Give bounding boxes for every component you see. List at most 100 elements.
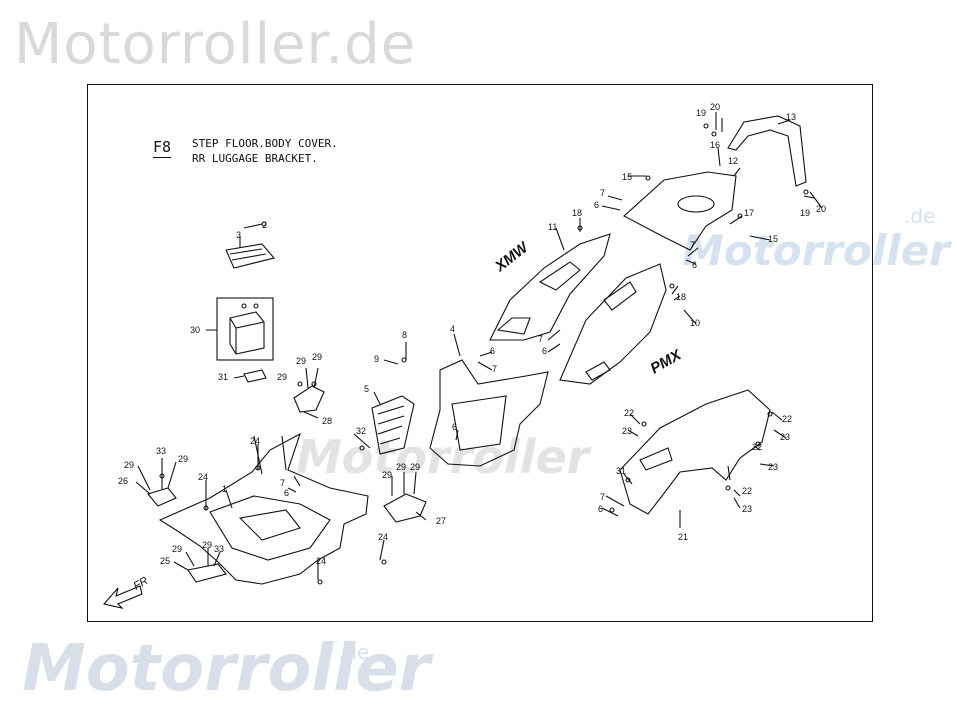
part-label-31: 31 [616,466,626,476]
part-label-29: 29 [382,470,392,480]
part-label-29: 29 [124,460,134,470]
watermark-bottom: Motorroller [22,632,431,706]
part-label-10: 10 [690,318,700,328]
front-direction-arrow [102,585,143,609]
diagram-title-line-1: STEP FLOOR.BODY COVER. [192,137,338,150]
part-label-8: 8 [402,330,407,340]
watermark-middle: Motorroller [296,430,590,484]
watermark-bottom-suffix: .de [338,640,370,664]
part-label-29: 29 [277,372,287,382]
part-label-7: 7 [600,492,605,502]
part-30-battery-box [216,297,274,361]
part-label-29: 29 [396,462,406,472]
part-label-23: 23 [768,462,778,472]
part-label-33: 33 [156,446,166,456]
part-label-6: 6 [542,346,547,356]
diagram-frame [87,84,873,622]
part-label-26: 26 [118,476,128,486]
part-label-15: 15 [768,234,778,244]
part-label-15: 15 [622,172,632,182]
part-label-20: 20 [816,204,826,214]
diagram-title-line-2: RR LUGGAGE BRACKET. [192,152,318,165]
part-label-6: 6 [598,504,603,514]
part-label-21: 21 [678,532,688,542]
part-label-7: 7 [600,188,605,198]
part-11-left-side-cover [489,233,611,341]
logo-script-right: PMX [648,346,686,377]
part-label-28: 28 [322,416,332,426]
part-10-right-side-cover [559,263,667,385]
part-label-25: 25 [160,556,170,566]
part-21-under-cover [619,389,771,515]
part-26-holder [147,487,177,507]
part-label-29: 29 [172,544,182,554]
part-label-31: 31 [218,372,228,382]
part-label-29: 29 [202,540,212,550]
part-label-13: 13 [786,112,796,122]
part-label-22: 22 [742,486,752,496]
part-label-6: 6 [594,200,599,210]
part-label-27: 27 [436,516,446,526]
part-label-20: 20 [710,102,720,112]
part-label-29: 29 [178,454,188,464]
part-label-19: 19 [800,208,810,218]
part-28-bracket [293,385,325,413]
part-label-1: 1 [222,484,227,494]
part-13-luggage-bracket [727,115,807,187]
part-label-24: 24 [250,436,260,446]
part-label-23: 23 [622,426,632,436]
screws [159,123,809,585]
front-direction-label: FR [132,575,151,593]
part-label-7: 7 [538,334,543,344]
part-label-22: 22 [624,408,634,418]
part-label-5: 5 [364,384,369,394]
part-label-3: 3 [236,230,241,240]
part-label-6: 6 [692,260,697,270]
part-label-2: 2 [262,220,267,230]
part-label-17: 17 [744,208,754,218]
logo-script-left: XMW [491,238,533,276]
watermark-right: Motorroller [682,226,950,275]
part-label-7: 7 [492,364,497,374]
part-label-24: 24 [198,472,208,482]
part-label-30: 30 [190,325,200,335]
part-label-29: 29 [296,356,306,366]
part-label-24: 24 [316,556,326,566]
part-1-step-floor [158,432,369,585]
watermark-right-suffix: .de [904,204,936,228]
part-label-6: 6 [452,422,457,432]
part-label-7: 7 [690,240,695,250]
part-4-front-cover [429,359,549,467]
part-label-18: 18 [676,292,686,302]
part-label-29: 29 [312,352,322,362]
diagram-title: STEP FLOOR.BODY COVER. RR LUGGAGE BRACKE… [192,136,338,166]
part-label-7: 7 [280,478,285,488]
part-label-12: 12 [728,156,738,166]
part-5-grille [371,395,415,455]
part-label-18: 18 [572,208,582,218]
part-label-23: 23 [742,504,752,514]
part-label-9: 9 [374,354,379,364]
watermark-top: Motorroller.de [14,12,417,77]
part-label-32: 32 [356,426,366,436]
part-label-22: 22 [752,442,762,452]
part-3-pad [225,243,275,269]
part-label-22: 22 [782,414,792,424]
part-label-23: 23 [780,432,790,442]
part-label-6: 6 [284,488,289,498]
part-label-11: 11 [548,222,557,232]
part-12-tail-cover [623,171,737,251]
part-31-plate [243,369,267,383]
part-25-holder [187,563,227,583]
part-label-29: 29 [410,462,420,472]
part-label-33: 33 [214,544,224,554]
part-label-4: 4 [450,324,455,334]
part-label-24: 24 [378,532,388,542]
part-label-16: 16 [710,140,720,150]
part-27-footrest [383,493,427,523]
diagram-code: F8 [153,138,172,158]
part-label-19: 19 [696,108,706,118]
part-label-6: 6 [490,346,495,356]
